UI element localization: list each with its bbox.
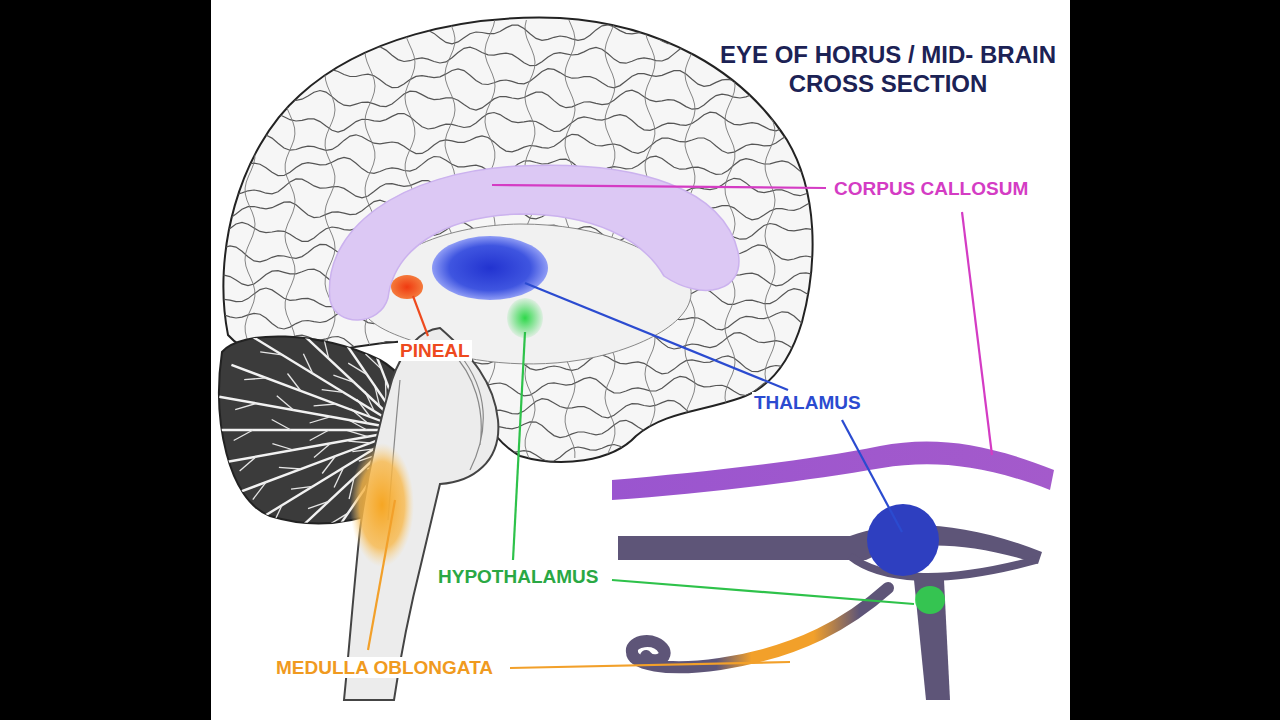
structure-label: MEDULLA OBLONGATA	[274, 657, 495, 678]
arbor-twig	[234, 430, 253, 441]
arbor-twig	[308, 501, 329, 508]
leader-line	[492, 185, 826, 188]
arbor-twig	[348, 441, 370, 443]
arbor-twig	[235, 403, 256, 409]
arbor-twig	[393, 314, 402, 334]
arbor-twig	[324, 337, 329, 358]
arbor-twig	[314, 443, 331, 457]
black-bar	[1070, 0, 1280, 720]
arbor-twig	[277, 396, 294, 410]
arbor-twig	[322, 456, 335, 474]
corpus-callosum-shape	[329, 165, 739, 320]
arbor-twig	[342, 293, 358, 308]
structure-label: HYPOTHALAMUS	[436, 566, 600, 587]
leader-lines	[368, 185, 992, 668]
gyrus-line	[212, 68, 818, 88]
gyrus-line	[212, 112, 818, 132]
black-bar	[0, 0, 211, 720]
arbor-twig	[370, 317, 374, 339]
eye-hypothalamus-mark	[915, 586, 945, 614]
arbor-twig	[310, 308, 329, 319]
arbor-twig	[272, 420, 291, 431]
arbor-twig	[334, 468, 343, 488]
arbor-twig	[347, 430, 368, 436]
arbor-twig	[291, 486, 313, 489]
leader-line	[413, 296, 428, 336]
arbor-twig	[244, 378, 266, 380]
arbor-twig	[272, 444, 293, 450]
leader-line	[368, 500, 395, 650]
arbor-twig	[348, 363, 367, 375]
structure-label: PINEAL	[398, 340, 472, 361]
arbor-twig	[260, 352, 282, 355]
arbor-twig	[310, 417, 331, 423]
eye-upper-lid	[618, 525, 1042, 564]
arbor-twig	[279, 467, 301, 469]
eye-pupil	[867, 504, 939, 576]
eye-tear-line	[914, 580, 950, 700]
gyrus-line	[212, 24, 818, 44]
arbor-twig	[347, 325, 349, 347]
arbor-twig	[314, 404, 336, 406]
leader-line	[612, 580, 914, 604]
pineal-shape	[391, 275, 423, 299]
arbor-twig	[288, 374, 301, 392]
arbor-twig	[328, 541, 330, 563]
arbor-twig	[385, 348, 398, 366]
structure-label: THALAMUS	[752, 392, 863, 413]
brainstem-shape	[344, 328, 498, 700]
diagram-title: EYE OF HORUS / MID- BRAIN CROSS SECTION	[710, 40, 1066, 98]
arbor-twig	[298, 525, 303, 546]
arbor-twig	[329, 513, 348, 525]
gyrus-line	[212, 134, 818, 153]
arbor-twig	[310, 430, 329, 441]
arbor-twig	[253, 482, 266, 500]
leader-line	[962, 212, 992, 455]
leader-line	[513, 332, 525, 560]
leader-line	[510, 662, 790, 668]
leader-line	[842, 420, 902, 532]
arbor-branch	[215, 429, 405, 431]
arbor-twig	[366, 354, 382, 369]
medulla-highlight	[350, 443, 414, 567]
arbor-twig	[333, 375, 354, 382]
arbor-twig	[283, 328, 304, 335]
arbor-twig	[322, 390, 344, 393]
arbor-twig	[303, 354, 312, 374]
arbor-branch	[231, 365, 405, 430]
arbor-twig	[377, 285, 390, 303]
eye-brow	[612, 441, 1054, 500]
leader-line	[525, 283, 788, 390]
gyrus-line	[212, 90, 818, 110]
arbor-twig	[273, 505, 282, 525]
arbor-twig	[240, 457, 257, 471]
structure-label: CORPUS CALLOSUM	[832, 178, 1030, 199]
thalamus-shape	[432, 236, 548, 300]
